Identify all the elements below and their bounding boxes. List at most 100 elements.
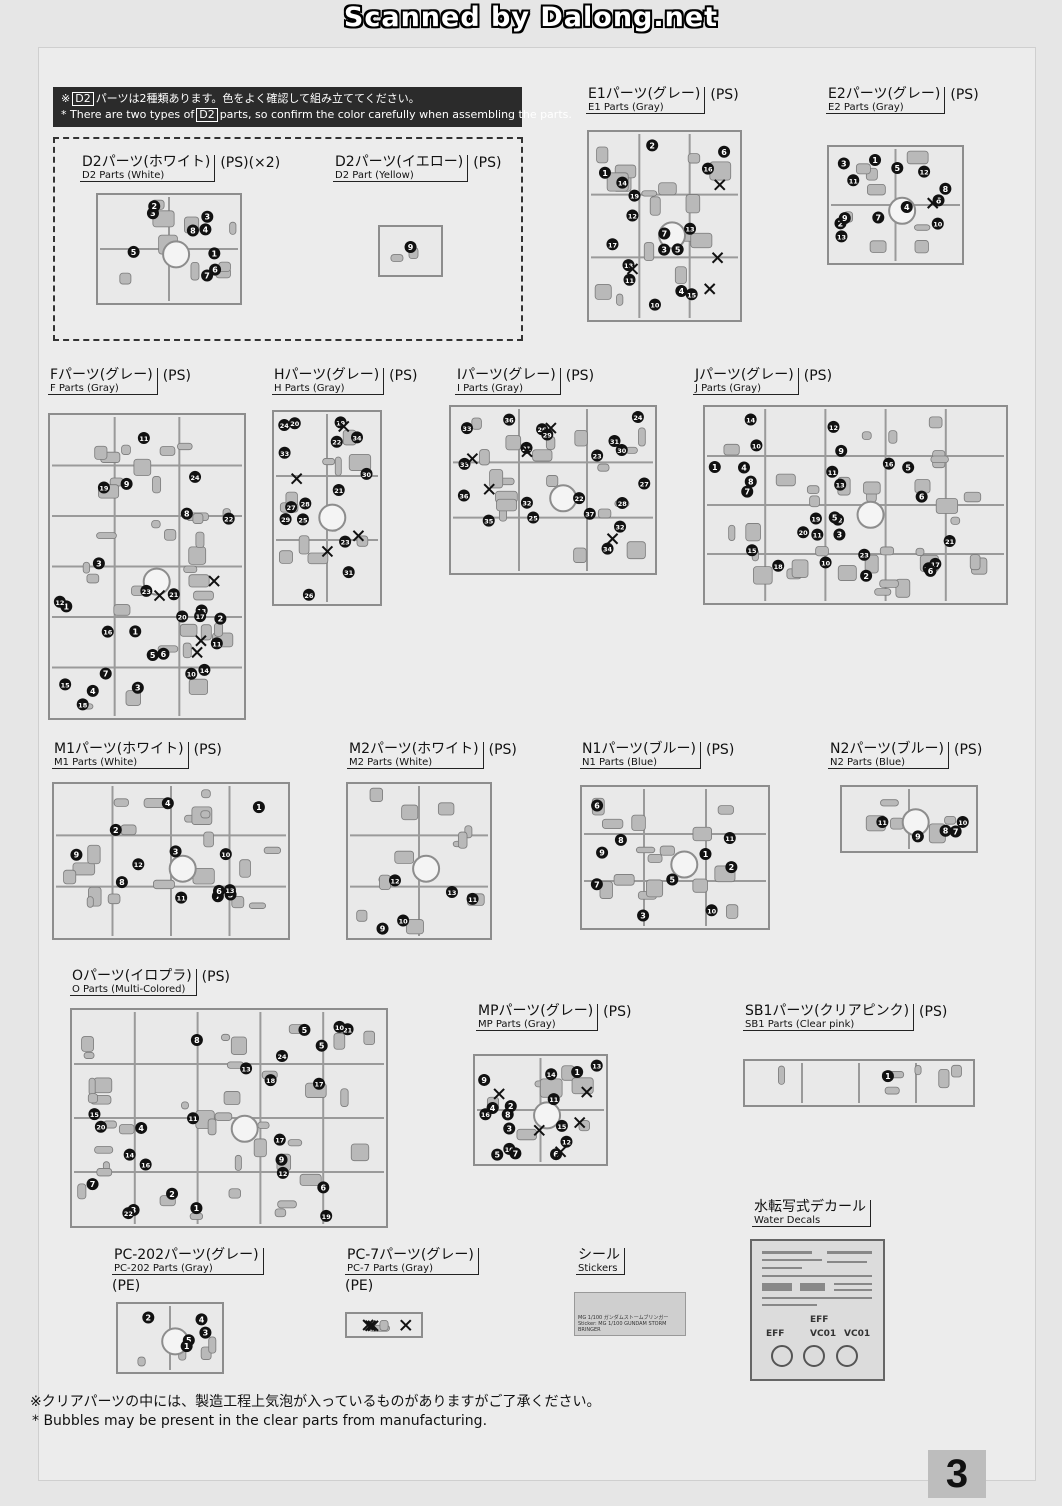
part-number-marker: 16 <box>139 1158 152 1171</box>
part-shape <box>658 182 677 196</box>
part-number-marker: 7 <box>872 211 885 224</box>
label-sb1: SB1パーツ(クリアピンク)SB1 Parts (Clear pink)(PS) <box>743 1003 948 1031</box>
part-number-marker: 12 <box>388 874 401 887</box>
svg-text:15: 15 <box>61 681 71 689</box>
part-shape <box>649 196 661 216</box>
svg-text:12: 12 <box>829 424 838 432</box>
part-number-marker: 25 <box>527 511 540 524</box>
part-number-marker: 6 <box>157 647 170 660</box>
part-shape <box>864 554 879 574</box>
scan-watermark: Scanned by Dalong.net <box>343 2 719 33</box>
svg-text:5: 5 <box>319 1042 325 1051</box>
part-shape <box>874 588 892 596</box>
part-number-marker: 17 <box>606 238 619 251</box>
svg-text:3: 3 <box>837 531 843 540</box>
part-number-marker: 37 <box>583 507 596 520</box>
svg-text:10: 10 <box>707 907 717 915</box>
svg-text:34: 34 <box>603 546 613 554</box>
part-number-marker: 1 <box>208 247 221 260</box>
part-shape <box>188 574 210 588</box>
part-shape <box>938 1068 950 1089</box>
part-shape <box>915 547 925 556</box>
runner-m1: 91210341112756813 <box>52 782 290 940</box>
unused-part-x-icon <box>338 420 350 433</box>
svg-text:1: 1 <box>132 627 138 636</box>
svg-text:5: 5 <box>494 1151 500 1160</box>
svg-text:9: 9 <box>838 447 844 456</box>
part-number-marker: 24 <box>275 1049 288 1062</box>
svg-text:7: 7 <box>876 214 882 223</box>
part-shape <box>928 416 943 429</box>
part-number-marker: 8 <box>180 507 193 520</box>
part-shape <box>596 146 609 164</box>
svg-text:33: 33 <box>460 461 469 469</box>
part-shape <box>394 850 415 864</box>
part-shape <box>220 1033 231 1041</box>
svg-text:22: 22 <box>224 516 233 524</box>
part-shape <box>86 896 94 908</box>
svg-text:14: 14 <box>618 180 628 188</box>
svg-text:6: 6 <box>928 567 934 576</box>
part-number-marker: 14 <box>123 1148 136 1161</box>
svg-text:7: 7 <box>513 1149 519 1158</box>
label-pc7: PC-7パーツ(グレー)PC-7 Parts (Gray)(PE) <box>345 1248 479 1294</box>
part-number-marker: 12 <box>53 595 66 608</box>
runner-drawing <box>362 1319 412 1332</box>
part-shape <box>93 1077 113 1094</box>
runner-drawing: 1817631714721131519201652122984510121124 <box>74 1012 384 1224</box>
part-number-marker: 1 <box>881 1070 894 1083</box>
svg-text:5: 5 <box>302 1026 308 1035</box>
svg-text:12: 12 <box>134 861 143 869</box>
svg-text:11: 11 <box>813 532 823 540</box>
svg-text:8: 8 <box>119 878 125 887</box>
part-shape <box>239 859 251 878</box>
part-number-marker: 33 <box>278 446 291 459</box>
svg-text:36: 36 <box>505 417 515 425</box>
svg-text:13: 13 <box>685 226 694 234</box>
part-number-marker: 4 <box>675 285 688 298</box>
svg-text:16: 16 <box>481 1111 491 1119</box>
part-number-marker: 7 <box>509 1147 522 1160</box>
runner-drawing: 91210341112756813 <box>56 786 286 936</box>
svg-text:4: 4 <box>679 287 685 296</box>
svg-text:6: 6 <box>212 266 218 275</box>
label-d2-yellow: D2パーツ(イエロー)D2 Part (Yellow)(PS) <box>333 154 502 182</box>
svg-text:20: 20 <box>96 1124 106 1132</box>
part-number-marker: 23 <box>858 548 871 561</box>
svg-text:9: 9 <box>279 1156 285 1165</box>
part-number-marker: 12 <box>827 420 840 433</box>
svg-text:4: 4 <box>203 225 209 234</box>
runner-tag-circle <box>670 850 699 879</box>
part-shape <box>914 1065 922 1076</box>
part-number-marker: 9 <box>275 1153 288 1166</box>
part-number-marker: 3 <box>637 909 650 922</box>
part-shape <box>113 604 131 616</box>
svg-text:5: 5 <box>675 245 681 254</box>
sticker-sheet: MG 1/100 ガンダムストームブリンガー Sticker: MG 1/100… <box>574 1292 686 1336</box>
part-shape <box>195 531 205 549</box>
svg-text:9: 9 <box>380 925 386 934</box>
svg-text:17: 17 <box>314 1081 323 1089</box>
svg-text:15: 15 <box>747 547 757 555</box>
part-shape <box>692 826 712 842</box>
part-number-marker: 13 <box>223 884 236 897</box>
svg-text:7: 7 <box>953 827 959 836</box>
part-number-marker: 23 <box>339 535 352 548</box>
part-shape <box>94 445 108 460</box>
part-number-marker: 17 <box>194 610 207 623</box>
part-number-marker: 2 <box>860 569 873 582</box>
svg-text:4: 4 <box>490 1104 496 1113</box>
svg-text:2: 2 <box>508 1102 514 1111</box>
svg-text:8: 8 <box>194 1036 200 1045</box>
svg-text:3: 3 <box>173 847 179 856</box>
part-number-marker: 1 <box>190 1202 203 1215</box>
part-shape <box>753 566 773 585</box>
svg-text:6: 6 <box>553 1150 559 1159</box>
svg-text:6: 6 <box>936 196 942 205</box>
